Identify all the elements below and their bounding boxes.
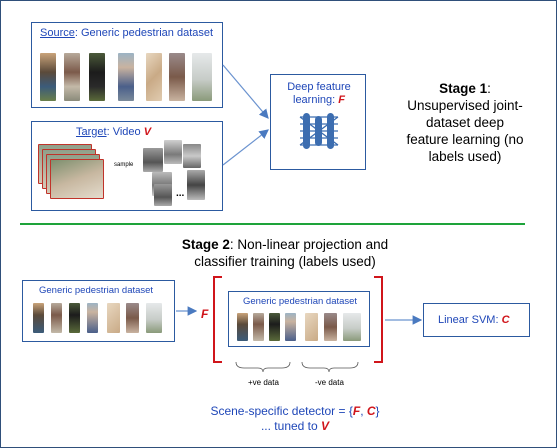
negative-data-label: -ve data bbox=[315, 378, 344, 387]
stage1-title: Stage 1 bbox=[439, 81, 488, 96]
stage2-title-rest: : Non-linear projection and bbox=[229, 237, 389, 252]
negative-data-brace bbox=[301, 361, 359, 373]
source-to-deep-arrow bbox=[222, 64, 269, 119]
sample-patch bbox=[143, 148, 163, 172]
stage2-title-line2: classifier training (labels used) bbox=[194, 254, 376, 269]
background-thumbnail bbox=[107, 303, 120, 333]
linear-svm-box: Linear SVM: C bbox=[423, 303, 530, 337]
deep-feature-label-line2: learning: bbox=[293, 94, 339, 106]
background-thumbnail bbox=[126, 303, 139, 333]
stage2-title-block: Stage 2: Non-linear projection and class… bbox=[120, 236, 450, 270]
pedestrian-thumbnail bbox=[89, 53, 105, 101]
linear-svm-var: C bbox=[501, 314, 510, 326]
target-to-deep-arrow bbox=[222, 129, 269, 166]
target-label-prefix: Target bbox=[76, 126, 107, 138]
negative-sample bbox=[324, 313, 337, 341]
source-dataset-box: Source: Generic pedestrian dataset bbox=[31, 22, 223, 108]
detector-caption: Scene-specific detector = {F, C} ... tun… bbox=[170, 404, 420, 434]
background-thumbnail bbox=[169, 53, 185, 101]
detector-line2-prefix: ... tuned to bbox=[260, 419, 322, 433]
source-label-prefix: Source bbox=[40, 27, 75, 39]
source-dataset-label: Source: Generic pedestrian dataset bbox=[40, 27, 213, 39]
pedestrian-thumbnail bbox=[69, 303, 80, 333]
sample-label: sample bbox=[114, 162, 134, 168]
positive-sample bbox=[269, 313, 280, 341]
linear-svm-label: Linear SVM: C bbox=[438, 314, 510, 326]
stage1-title-rest: : bbox=[487, 81, 491, 96]
background-thumbnail bbox=[192, 53, 212, 101]
pedestrian-thumbnail bbox=[51, 303, 62, 333]
source-label-rest: : Generic pedestrian dataset bbox=[74, 27, 214, 39]
negative-sample bbox=[343, 313, 361, 341]
deep-feature-label-line1: Deep feature bbox=[287, 81, 351, 93]
stage2-title: Stage 2 bbox=[181, 237, 230, 252]
sample-patch bbox=[183, 144, 201, 168]
stage1-description: Stage 1: Unsupervised joint- dataset dee… bbox=[380, 80, 550, 165]
pedestrian-thumbnail bbox=[64, 53, 80, 101]
pedestrian-thumbnail bbox=[87, 303, 98, 333]
sample-patch bbox=[187, 170, 205, 200]
stage1-desc-line2: dataset deep bbox=[425, 115, 505, 130]
stage1-desc-line3: feature learning (no bbox=[406, 132, 524, 147]
pedestrian-thumbnail bbox=[40, 53, 56, 101]
target-video-box: Target: Video V sample ... bbox=[31, 121, 223, 211]
left-bracket bbox=[213, 276, 222, 363]
stage2-generic-dataset-label: Generic pedestrian dataset bbox=[39, 285, 154, 296]
detector-line1-prefix: Scene-specific detector = { bbox=[210, 404, 353, 418]
ellipsis-label: ... bbox=[176, 188, 185, 199]
pedestrian-thumbnail bbox=[33, 303, 44, 333]
deep-feature-var: F bbox=[338, 94, 345, 106]
target-label-rest: : Video bbox=[106, 126, 144, 138]
positive-sample bbox=[237, 313, 248, 341]
negative-sample bbox=[305, 313, 318, 341]
neural-network-icon bbox=[299, 113, 339, 149]
stage1-desc-line1: Unsupervised joint- bbox=[407, 98, 523, 113]
pedestrian-thumbnail bbox=[118, 53, 134, 101]
stage1-desc-line4: labels used) bbox=[428, 149, 502, 164]
target-video-label: Target: Video V bbox=[76, 126, 151, 138]
detector-close-brace: } bbox=[375, 404, 380, 418]
stage2-generic-dataset-box: Generic pedestrian dataset bbox=[22, 280, 175, 342]
positive-sample bbox=[253, 313, 264, 341]
sample-patch bbox=[164, 140, 182, 164]
detector-f-var: F bbox=[352, 404, 361, 418]
background-thumbnail bbox=[146, 53, 162, 101]
detector-separator: , bbox=[360, 404, 367, 418]
projected-dataset-label: Generic pedestrian dataset bbox=[243, 296, 358, 307]
sample-patch bbox=[154, 184, 172, 206]
detector-v-var: V bbox=[321, 419, 330, 433]
right-bracket bbox=[374, 276, 383, 363]
target-video-var: V bbox=[143, 126, 152, 138]
projected-dataset-box: Generic pedestrian dataset bbox=[228, 291, 370, 347]
detector-c-var: C bbox=[366, 404, 376, 418]
positive-data-label: +ve data bbox=[248, 378, 279, 387]
positive-sample bbox=[285, 313, 296, 341]
linear-svm-text: Linear SVM: bbox=[438, 314, 502, 326]
projection-var: F bbox=[201, 307, 209, 321]
deep-feature-label: Deep feature learning: F bbox=[271, 81, 367, 107]
positive-data-brace bbox=[235, 361, 291, 373]
video-frame bbox=[50, 159, 104, 199]
background-thumbnail bbox=[146, 303, 162, 333]
